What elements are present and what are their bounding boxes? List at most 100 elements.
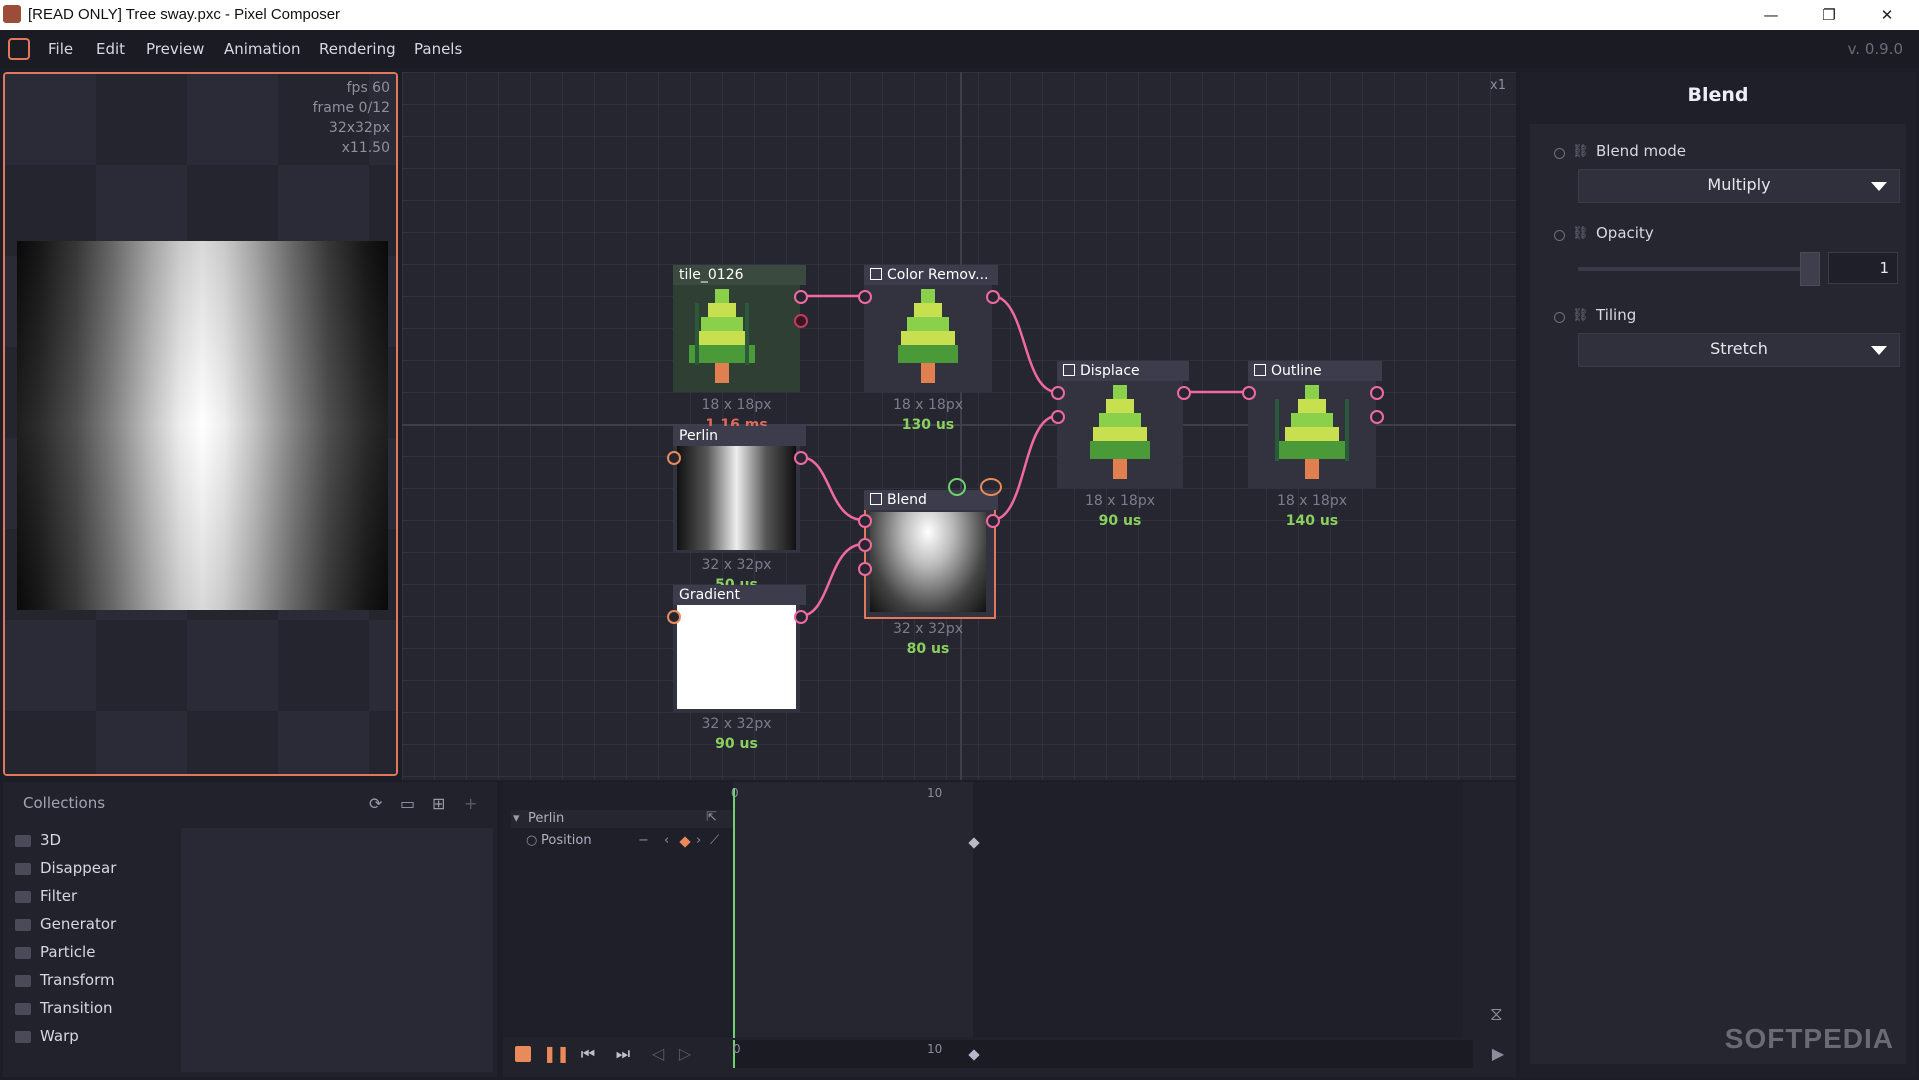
node-displace-body[interactable] — [1057, 381, 1183, 488]
collection-warp[interactable]: Warp — [40, 1027, 79, 1045]
close-button[interactable]: ✕ — [1880, 6, 1894, 24]
node-graph[interactable]: x1 tile_0126 18 x 18px 1.16 ms Color Rem… — [402, 72, 1516, 780]
add-icon[interactable]: + — [464, 794, 478, 813]
node-outline-title[interactable]: Outline — [1248, 361, 1382, 381]
preview-zoom: x11.50 — [341, 140, 390, 156]
node-perlin-body[interactable] — [673, 446, 800, 553]
collection-3d[interactable]: 3D — [40, 831, 62, 849]
perlin-thumbnail — [677, 446, 796, 550]
opacity-slider-handle[interactable] — [1800, 252, 1820, 286]
menu-preview[interactable]: Preview — [146, 40, 205, 58]
curve-icon[interactable]: ⟋ — [710, 833, 720, 848]
opacity-input[interactable]: 1 — [1828, 252, 1898, 284]
pin-perlin-out[interactable] — [794, 451, 808, 465]
opacity-slider-track[interactable] — [1578, 267, 1818, 271]
pin-colorremove-in[interactable] — [858, 290, 872, 304]
minus-icon[interactable]: − — [638, 833, 649, 848]
maximize-button[interactable]: ❐ — [1822, 6, 1836, 24]
pause-button[interactable]: ❚❚ — [543, 1044, 570, 1063]
pin-blend-in-2[interactable] — [858, 538, 872, 552]
collection-transition[interactable]: Transition — [40, 999, 113, 1017]
node-tile-body[interactable] — [673, 285, 800, 392]
node-displace-title[interactable]: Displace — [1057, 361, 1189, 381]
pin-displace-in-1[interactable] — [1051, 386, 1065, 400]
playhead[interactable] — [733, 788, 735, 1038]
keyframe-toggle-icon[interactable] — [1554, 230, 1565, 241]
prev-frame-button[interactable]: ◁ — [651, 1044, 665, 1063]
open-folder-icon[interactable]: ▭ — [400, 794, 416, 813]
node-gradient-title[interactable]: Gradient — [673, 585, 806, 605]
prev-keyframe-icon[interactable]: ‹ — [664, 833, 670, 848]
node-blend-body[interactable] — [864, 510, 996, 619]
tiling-dropdown[interactable]: Stretch — [1578, 333, 1900, 367]
timeline-settings-icon[interactable]: ▶ — [1491, 1044, 1505, 1063]
pin-gradient-out[interactable] — [794, 610, 808, 624]
pin-perlin-in[interactable] — [667, 451, 681, 465]
collection-disappear[interactable]: Disappear — [40, 859, 117, 877]
app-logo-icon[interactable] — [8, 38, 30, 60]
pin-tile-out-2[interactable] — [794, 314, 808, 328]
collection-transform[interactable]: Transform — [40, 971, 115, 989]
minimize-button[interactable]: — — [1763, 6, 1779, 24]
collection-generator[interactable]: Generator — [40, 915, 117, 933]
zoom-fit-icon[interactable]: ⧖ — [1490, 1004, 1503, 1025]
menu-file[interactable]: File — [48, 40, 74, 58]
node-outline-body[interactable] — [1248, 381, 1376, 488]
keyframe-toggle-icon[interactable] — [1554, 148, 1565, 159]
pin-outline-out-1[interactable] — [1370, 386, 1384, 400]
scrubber-tick-10: 10 — [927, 1042, 943, 1056]
keyframe-toggle-icon[interactable]: ○ — [526, 833, 538, 848]
preview-panel[interactable]: fps 60 frame 0/12 32x32px x11.50 — [3, 72, 398, 776]
menu-edit[interactable]: Edit — [96, 40, 126, 58]
link-icon[interactable]: ⛓ — [1572, 144, 1589, 159]
pin-tile-out[interactable] — [794, 290, 808, 304]
scrubber-tick-0: 0 — [733, 1042, 741, 1056]
stop-button[interactable] — [513, 1044, 533, 1064]
node-colorremove-title[interactable]: Color Remov... — [864, 265, 998, 285]
node-displace-time: 90 us — [1098, 513, 1142, 529]
pin-gradient-in[interactable] — [667, 610, 681, 624]
timeline-scrubber[interactable]: 0 10 — [733, 1040, 1473, 1068]
node-colorremove-body[interactable] — [864, 285, 992, 392]
node-colorremove-time: 130 us — [901, 417, 955, 433]
link-icon[interactable]: ⛓ — [1572, 308, 1589, 323]
copy-icon — [1063, 364, 1075, 376]
node-perlin-title[interactable]: Perlin — [673, 426, 806, 446]
node-perlin-time: 50 us — [715, 577, 758, 585]
pin-outline-out-2[interactable] — [1370, 410, 1384, 424]
menu-animation[interactable]: Animation — [224, 40, 301, 58]
node-blend-title[interactable]: Blend — [864, 490, 998, 510]
collection-contents[interactable] — [181, 828, 493, 1072]
tree-sprite-icon — [898, 289, 958, 383]
menu-panels[interactable]: Panels — [414, 40, 463, 58]
menu-rendering[interactable]: Rendering — [319, 40, 396, 58]
blend-mode-dropdown[interactable]: Multiply — [1578, 169, 1900, 203]
refresh-icon[interactable]: ⟳ — [369, 794, 383, 813]
pin-blend-in-3[interactable] — [858, 562, 872, 576]
link-icon[interactable]: ⛓ — [1572, 226, 1589, 241]
pin-displace-out[interactable] — [1177, 386, 1191, 400]
skip-start-button[interactable]: ⏮ — [580, 1044, 596, 1063]
pin-blend-in-1[interactable] — [858, 514, 872, 528]
timeline-keyframe-area[interactable] — [733, 782, 973, 1037]
add-folder-icon[interactable]: ⊞ — [432, 794, 446, 813]
caret-down-icon[interactable]: ▾ — [513, 811, 520, 826]
next-keyframe-icon[interactable]: › — [696, 833, 702, 848]
link-gradient-blend — [799, 542, 865, 618]
keyframe-toggle-icon[interactable] — [1554, 312, 1565, 323]
pin-blend-out[interactable] — [986, 514, 1000, 528]
pin-outline-in[interactable] — [1242, 386, 1256, 400]
node-tile-title[interactable]: tile_0126 — [673, 265, 806, 285]
node-gradient-body[interactable] — [673, 605, 800, 712]
timeline-group-row[interactable] — [511, 810, 733, 828]
expand-icon[interactable]: ⇱ — [706, 810, 717, 825]
collection-particle[interactable]: Particle — [40, 943, 96, 961]
collection-filter[interactable]: Filter — [40, 887, 78, 905]
skip-end-button[interactable]: ⏭ — [615, 1044, 631, 1063]
next-frame-button[interactable]: ▷ — [678, 1044, 692, 1063]
render-toggle-icon[interactable] — [948, 478, 966, 496]
pin-displace-in-2[interactable] — [1051, 410, 1065, 424]
preview-eye-icon[interactable] — [980, 478, 1002, 496]
pin-colorremove-out[interactable] — [986, 290, 1000, 304]
menu-bar: File Edit Preview Animation Rendering Pa… — [0, 30, 1919, 68]
